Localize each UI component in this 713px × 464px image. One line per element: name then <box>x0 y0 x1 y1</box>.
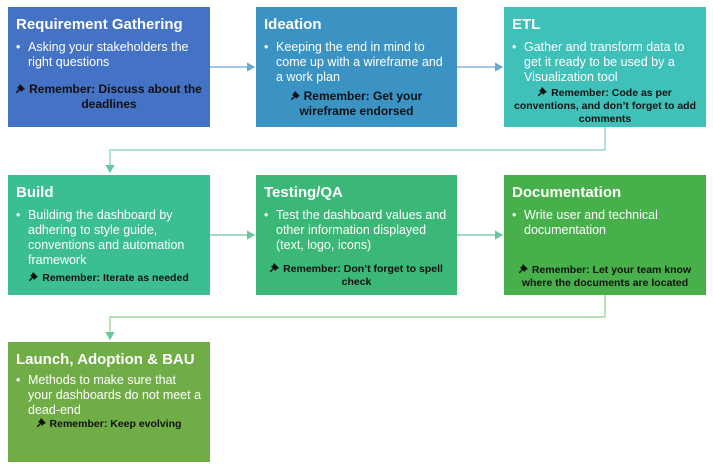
step-build: Build • Building the dashboard by adherin… <box>8 175 210 295</box>
bullet-text: Asking your stakeholders the right quest… <box>28 40 189 69</box>
arrow-3-4 <box>105 127 606 174</box>
bullet-text: Methods to make sure that your dashboard… <box>28 373 202 417</box>
pushpin-icon <box>270 263 280 272</box>
step-remember: Remember: Don’t forget to spell check <box>264 263 449 289</box>
step-requirement-gathering: Requirement Gathering • Asking your stake… <box>8 7 210 127</box>
bullet-dot-icon: • <box>264 40 269 54</box>
step-testing-qa: Testing/QA • Test the dashboard values an… <box>256 175 457 295</box>
bullet-text: Test the dashboard values and other info… <box>276 208 447 252</box>
remember-text: Remember: Let your team know where the d… <box>521 264 692 289</box>
pushpin-icon <box>290 91 300 100</box>
bullet-dot-icon: • <box>512 40 517 54</box>
step-launch-adoption-bau: Launch, Adoption & BAU • Methods to make … <box>8 342 210 462</box>
pushpin-icon <box>518 264 528 273</box>
bullet-dot-icon: • <box>16 373 21 387</box>
step-title: Launch, Adoption & BAU <box>16 351 195 368</box>
remember-text: Remember: Get your wireframe endorsed <box>299 89 423 118</box>
step-title: Documentation <box>512 184 622 201</box>
step-remember: Remember: Iterate as needed <box>16 272 202 285</box>
bullet-dot-icon: • <box>16 40 21 54</box>
step-remember: Remember: Let your team know where the d… <box>512 264 698 290</box>
remember-text: Remember: Iterate as needed <box>42 272 189 284</box>
bullet-dot-icon: • <box>16 208 21 222</box>
pushpin-icon <box>36 418 46 427</box>
pushpin-icon <box>16 84 26 93</box>
pushpin-icon <box>29 272 39 281</box>
step-remember: Remember: Discuss about the deadlines <box>16 82 202 112</box>
step-documentation: Documentation • Write user and technical … <box>504 175 706 295</box>
step-title: Requirement Gathering <box>16 16 183 33</box>
step-remember: Remember: Get your wireframe endorsed <box>264 89 449 119</box>
step-title: Testing/QA <box>264 184 343 201</box>
step-title: Build <box>16 184 54 201</box>
step-bullet: • Building the dashboard by adhering to s… <box>16 208 202 268</box>
step-title: Ideation <box>264 16 322 33</box>
pushpin-icon <box>538 87 548 96</box>
step-ideation: Ideation • Keeping the end in mind to com… <box>256 7 457 127</box>
bullet-dot-icon: • <box>512 208 517 222</box>
step-bullet: • Asking your stakeholders the right ques… <box>16 40 202 70</box>
step-bullet: • Methods to make sure that your dashboar… <box>16 373 202 418</box>
bullet-text: Write user and technical documentation <box>524 208 658 237</box>
remember-text: Remember: Don’t forget to spell check <box>283 263 443 288</box>
step-remember: Remember: Code as per conventions, and d… <box>512 87 698 126</box>
bullet-dot-icon: • <box>264 208 269 222</box>
step-bullet: • Keeping the end in mind to come up with… <box>264 40 449 85</box>
step-title: ETL <box>512 16 541 33</box>
step-bullet: • Write user and technical documentation <box>512 208 698 238</box>
remember-text: Remember: Code as per conventions, and d… <box>514 87 696 125</box>
arrow-6-7 <box>105 294 606 341</box>
bullet-text: Gather and transform data to get it read… <box>524 40 685 84</box>
remember-text: Remember: Keep evolving <box>49 418 182 430</box>
step-remember: Remember: Keep evolving <box>16 418 202 431</box>
step-bullet: • Gather and transform data to get it rea… <box>512 40 698 85</box>
step-etl: ETL • Gather and transform data to get it… <box>504 7 706 127</box>
bullet-text: Keeping the end in mind to come up with … <box>276 40 443 84</box>
bullet-text: Building the dashboard by adhering to st… <box>28 208 185 267</box>
remember-text: Remember: Discuss about the deadlines <box>29 82 202 111</box>
step-bullet: • Test the dashboard values and other inf… <box>264 208 449 253</box>
